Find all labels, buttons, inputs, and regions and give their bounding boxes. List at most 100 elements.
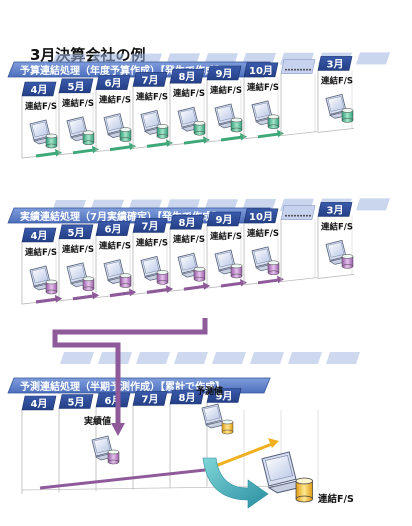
consolidated-fs-label: 連結F/S bbox=[321, 75, 353, 86]
database-icon bbox=[45, 279, 58, 295]
month-card-outline bbox=[317, 216, 355, 279]
computer-icon bbox=[251, 246, 279, 272]
flow-arrow bbox=[183, 136, 210, 145]
database-icon bbox=[230, 117, 243, 133]
month-tab: 7月 bbox=[132, 218, 168, 233]
database-icon bbox=[193, 266, 206, 282]
computer-icon bbox=[103, 113, 131, 138]
page-title: 3月決算会社の例 bbox=[30, 46, 145, 64]
database-icon bbox=[230, 263, 243, 279]
month-label: 10月 bbox=[249, 211, 273, 223]
month-tab: 4月 bbox=[21, 395, 57, 411]
flow-arrow bbox=[109, 288, 136, 298]
computer-icon bbox=[214, 103, 242, 129]
month-label: 5月 bbox=[68, 81, 85, 93]
database-icon bbox=[295, 477, 313, 503]
database-icon bbox=[45, 133, 58, 149]
consolidated-fs-label: 連結F/S bbox=[62, 98, 94, 109]
section-actual: 実績連結処理（7月実績確定）【発生で作成】4月連結F/S5月連結F/S6月連結F… bbox=[7, 198, 390, 305]
process-banner: 実績連結処理（7月実績確定）【発生で作成】 bbox=[7, 207, 271, 224]
database-icon bbox=[267, 114, 280, 130]
month-tab: ……… bbox=[280, 59, 316, 74]
month-label: 4月 bbox=[31, 230, 48, 242]
database-icon bbox=[193, 120, 206, 136]
month-label: 3月 bbox=[327, 58, 344, 70]
output-fs: 連結F/S bbox=[261, 451, 354, 505]
consolidated-fs-label: 連結F/S bbox=[247, 82, 279, 93]
month-tab: 10月 bbox=[243, 62, 279, 78]
month-tab: 7月 bbox=[132, 72, 168, 87]
database-icon bbox=[82, 276, 95, 292]
month-column: 5月 bbox=[58, 394, 94, 493]
month-label: 7月 bbox=[142, 220, 159, 232]
month-label: 9月 bbox=[216, 68, 233, 80]
process-banner-label: 実績連結処理（7月実績確定）【発生で作成】 bbox=[20, 210, 222, 223]
month-card-outline bbox=[317, 70, 355, 133]
process-banner: 予測連結処理（半期予測作成）【累計で作成】 bbox=[7, 377, 271, 394]
flow-arrow bbox=[146, 139, 173, 148]
month-tab: 6月 bbox=[95, 392, 131, 408]
computer-icon bbox=[140, 109, 168, 135]
month-label: ……… bbox=[285, 64, 312, 74]
flow-arrows bbox=[39, 318, 279, 509]
flow-arrow bbox=[183, 282, 210, 291]
consolidated-fs-label: 連結F/S bbox=[136, 91, 168, 102]
month-label: 5月 bbox=[68, 397, 85, 409]
month-column: ……… bbox=[280, 59, 318, 137]
consolidated-fs-label: 連結F/S bbox=[25, 101, 57, 112]
month-label: 4月 bbox=[31, 84, 48, 96]
flow-arrow bbox=[35, 295, 62, 304]
month-tab: 9月 bbox=[206, 211, 242, 227]
flow-arrow bbox=[109, 142, 136, 152]
database-icon bbox=[221, 419, 234, 435]
computer-icon bbox=[251, 100, 279, 126]
month-label: 8月 bbox=[179, 71, 196, 83]
consolidated-fs-label: 連結F/S bbox=[210, 231, 242, 242]
month-tab: 9月 bbox=[206, 388, 242, 403]
month-card-outline bbox=[280, 73, 318, 137]
computer-icon bbox=[261, 451, 308, 494]
consolidated-fs-label: 連結F/S bbox=[25, 247, 57, 258]
month-tab: 6月 bbox=[95, 75, 131, 90]
computer-icon bbox=[66, 116, 94, 142]
month-tab: 10月 bbox=[243, 208, 279, 224]
consolidated-fs-label: 連結F/S bbox=[321, 221, 353, 232]
month-label: 9月 bbox=[216, 214, 233, 226]
flow-arrow bbox=[72, 145, 99, 155]
computer-icon bbox=[177, 252, 205, 278]
actual-transfer-arrow bbox=[52, 318, 208, 436]
month-label: 3月 bbox=[327, 204, 344, 216]
month-column: 7月 bbox=[132, 391, 168, 490]
flow-arrow bbox=[257, 275, 284, 285]
month-tab: 4月 bbox=[21, 227, 57, 243]
output-fs-label: 連結F/S bbox=[318, 493, 354, 505]
flow-arrow bbox=[220, 279, 247, 288]
month-tab: 4月 bbox=[21, 81, 57, 97]
database-icon bbox=[267, 260, 280, 276]
database-icon bbox=[156, 270, 169, 285]
month-column: 4月 bbox=[21, 395, 57, 494]
database-icon bbox=[119, 127, 132, 142]
tab-strip-back bbox=[60, 352, 360, 364]
database-icon bbox=[82, 130, 95, 146]
computer-icon bbox=[177, 106, 205, 132]
consolidated-fs-label: 連結F/S bbox=[247, 228, 279, 239]
month-tab: 8月 bbox=[169, 389, 205, 405]
month-card-outline bbox=[280, 219, 318, 283]
month-label: 7月 bbox=[142, 394, 159, 406]
computer-icon bbox=[66, 262, 94, 288]
